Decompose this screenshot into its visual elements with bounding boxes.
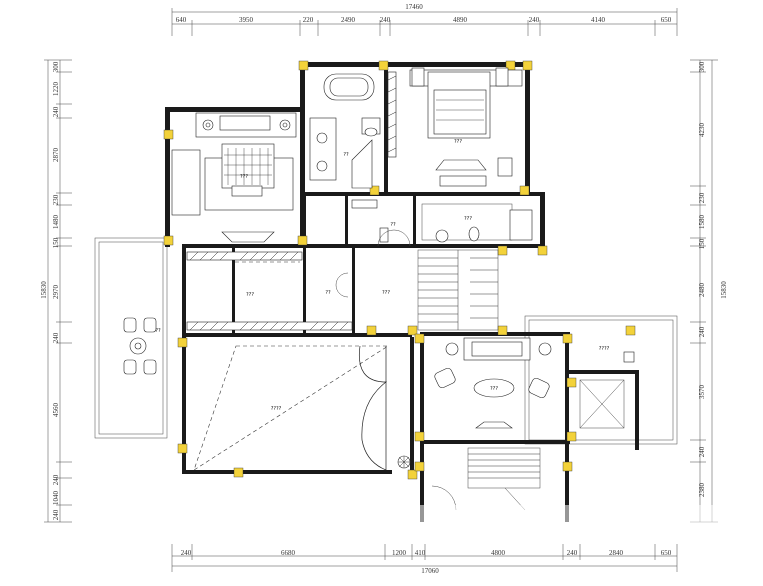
right-dimension-chain: 300 4230 230 1580 150 2480 240 3570 240 … (690, 59, 728, 523)
left-dim-11: 240 (52, 474, 60, 485)
bottom-dim-8: 650 (661, 549, 672, 557)
right-terrace (524, 315, 678, 445)
room-label-bedroom-right: ??? (454, 139, 462, 145)
room-label-corridor: ?? (390, 222, 396, 228)
top-dim-9: 650 (661, 16, 672, 24)
laundry: ??? (421, 203, 533, 243)
left-dim-9: 240 (52, 332, 60, 343)
left-terrace (94, 237, 168, 439)
top-dim-5: 240 (380, 16, 391, 24)
right-dim-2: 4230 (698, 123, 706, 138)
left-total-dim: 15830 (40, 281, 48, 299)
top-dimension-chain: 17460 640 3950 220 2490 240 4890 240 414… (171, 3, 678, 36)
right-dim-4: 1580 (698, 215, 706, 230)
right-dim-9: 240 (698, 446, 706, 457)
top-dim-6: 4890 (453, 16, 468, 24)
bottom-dim-3: 1200 (392, 549, 407, 557)
room-label-bathroom: ?? (343, 152, 349, 158)
room-label-lounge: ??? (490, 386, 498, 392)
bottom-dim-1: 240 (181, 549, 192, 557)
bottom-dim-5: 4800 (491, 549, 506, 557)
elevator: ???? (579, 346, 635, 429)
top-dim-4: 2490 (341, 16, 356, 24)
lounge: ??? (434, 337, 552, 429)
corridor-area: ?? (377, 222, 411, 247)
bottom-total-dim: 17060 (421, 567, 439, 575)
right-bedroom: ??? (409, 67, 523, 187)
bottom-dim-6: 240 (567, 549, 578, 557)
structural-columns (163, 60, 636, 480)
room-label-laundry: ??? (464, 216, 472, 222)
left-dim-6: 1480 (52, 215, 60, 230)
room-label-elevator-room: ???? (599, 346, 610, 352)
room-label-living: ???? (271, 406, 282, 412)
left-dim-3: 240 (52, 106, 60, 117)
bottom-dimension-chain: 240 6680 1200 410 4800 240 2840 650 1706… (171, 544, 678, 575)
left-dim-7: 150 (52, 237, 60, 248)
terrace-table-set: ?? (123, 317, 161, 375)
top-dim-3: 220 (303, 16, 314, 24)
bottom-dim-2: 6680 (281, 549, 296, 557)
top-dim-1: 640 (176, 16, 187, 24)
right-dim-6: 2480 (698, 283, 706, 298)
right-dim-3: 230 (698, 192, 706, 203)
bathroom-center: ?? (309, 73, 381, 189)
left-dim-5: 230 (52, 194, 60, 205)
right-dim-8: 3570 (698, 385, 706, 400)
bottom-dim-7: 2840 (609, 549, 624, 557)
top-dim-8: 4140 (591, 16, 606, 24)
left-dim-10: 4560 (52, 403, 60, 418)
room-label-bedroom-left: ??? (240, 174, 248, 180)
right-dim-1: 300 (698, 61, 706, 72)
room-label-room-b: ?? (325, 290, 331, 296)
top-total-dim: 17460 (405, 3, 423, 11)
top-dim-7: 240 (529, 16, 540, 24)
left-bedroom: ??? (171, 112, 297, 243)
left-dimension-chain: 15830 300 1220 240 2870 230 1480 150 297… (40, 59, 72, 523)
upper-staircase (417, 249, 499, 331)
walls (165, 62, 639, 522)
left-dim-13: 240 (52, 509, 60, 520)
lower-staircase (431, 447, 541, 511)
left-dim-12: 1040 (52, 491, 60, 506)
room-label-hall: ??? (382, 290, 390, 296)
right-dim-10: 2380 (698, 483, 706, 498)
right-dim-5: 150 (698, 238, 706, 249)
room-label-terrace-left: ?? (155, 328, 161, 334)
watermark-strip (300, 505, 745, 523)
bottom-dim-4: 410 (415, 549, 426, 557)
mid-rooms: ??? ?? ??? (235, 261, 390, 298)
right-total-dim: 15830 (720, 281, 728, 299)
left-dim-4: 2870 (52, 148, 60, 163)
left-dim-8: 2970 (52, 285, 60, 300)
left-dim-1: 300 (52, 61, 60, 72)
left-dim-2: 1220 (52, 82, 60, 97)
right-dim-7: 240 (698, 326, 706, 337)
living-room: ???? (193, 345, 411, 471)
top-dim-2: 3950 (239, 16, 254, 24)
plant-icon (397, 455, 411, 469)
room-label-room-a: ??? (246, 292, 254, 298)
hatched-walls (186, 71, 397, 331)
